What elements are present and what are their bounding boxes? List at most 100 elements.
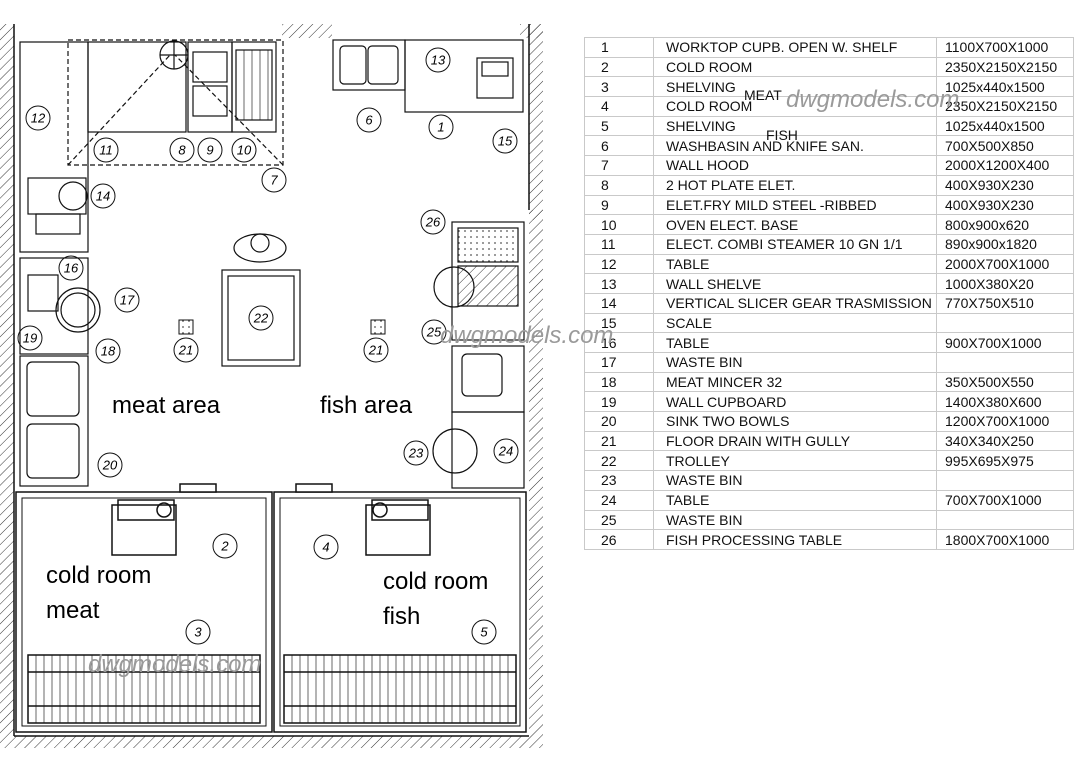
legend-item-size: 1800X700X1000 [936, 529, 1074, 550]
callout: 22 [248, 305, 274, 331]
callout: 26 [420, 209, 446, 235]
legend-item-description: WASTE BIN [653, 509, 937, 531]
legend-item-number: 7 [584, 155, 654, 176]
legend-item-size: 995X695X975 [936, 450, 1074, 472]
cold-room-meat-sublabel: meat [46, 597, 100, 624]
meat-area-label: meat area [112, 392, 221, 419]
legend-item-number: 8 [584, 174, 654, 196]
legend-item-size [936, 470, 1074, 491]
legend-item-description-text: WALL SHELVE [666, 275, 762, 292]
callout: 21 [173, 337, 199, 363]
legend-item-size: 2000X700X1000 [936, 253, 1074, 275]
legend-item-number: 22 [584, 450, 654, 472]
legend-row: 20 SINK TWO BOWLS 1200X700X1000 [584, 411, 1074, 432]
legend-item-description-text: 2 HOT PLATE ELET. [666, 177, 796, 194]
legend-item-description: WALL SHELVE [653, 273, 937, 294]
svg-text:10: 10 [237, 143, 252, 158]
legend-item-size: 900X700X1000 [936, 332, 1074, 353]
legend-item-size [936, 352, 1074, 373]
legend-item-number: 17 [584, 352, 654, 373]
legend-item-number: 2 [584, 56, 654, 78]
walls [0, 24, 543, 748]
svg-text:20: 20 [102, 458, 118, 473]
callout: 5 [471, 619, 497, 645]
legend-item-description-text: COLD ROOM [666, 59, 753, 76]
callout: 7 [261, 167, 287, 193]
mincer-table [19, 257, 101, 487]
legend-item-number: 4 [584, 96, 654, 117]
legend-item-size: 890x900x1820 [936, 233, 1074, 255]
legend-item-number: 13 [584, 273, 654, 294]
svg-text:18: 18 [101, 344, 116, 359]
callout: 3 [185, 619, 211, 645]
legend-item-description: VERTICAL SLICER GEAR TRASMISSION [653, 292, 937, 314]
legend-item-number: 6 [584, 135, 654, 157]
floor-plan: meat area fish area cold room meat cold … [0, 24, 543, 748]
legend-item-description-text: FLOOR DRAIN WITH GULLY [666, 433, 851, 450]
svg-text:8: 8 [178, 143, 186, 158]
legend-item-description-text: SINK TWO BOWLS [666, 413, 790, 430]
svg-text:13: 13 [431, 53, 446, 68]
svg-text:14: 14 [96, 189, 110, 204]
callout: 18 [95, 338, 121, 364]
legend-item-description-text: WORKTOP CUPB. OPEN W. SHELF [666, 39, 898, 56]
callout: 4 [313, 534, 339, 560]
legend-item-description-text: TROLLEY [666, 452, 730, 469]
callout: 24 [493, 438, 519, 464]
legend-item-description: FLOOR DRAIN WITH GULLY [653, 430, 937, 452]
legend-item-number: 18 [584, 371, 654, 393]
legend-item-description: WASTE BIN [653, 352, 937, 373]
svg-text:9: 9 [206, 143, 213, 158]
legend-item-description-text: COLD ROOM [666, 98, 753, 115]
legend-item-size: 1200X700X1000 [936, 411, 1074, 432]
cold-room-fish-label: cold room [383, 568, 488, 595]
callout-markers: 12 11 8 9 10 7 6 1 13 15 14 26 16 17 19 … [17, 47, 519, 645]
svg-text:2: 2 [220, 539, 229, 554]
legend-item-description-text: FISH PROCESSING TABLE [666, 531, 843, 548]
legend-item-description: TABLE [653, 253, 937, 275]
legend-item-number: 5 [584, 115, 654, 137]
callout: 21 [363, 337, 389, 363]
legend-item-description: WASTE BIN [653, 470, 937, 491]
washbasin-area [332, 39, 524, 113]
callout: 23 [403, 440, 429, 466]
svg-text:3: 3 [194, 625, 202, 640]
legend-item-description-text: ELET.FRY MILD STEEL -RIBBED [666, 196, 877, 213]
legend-item-description-text: WALL CUPBOARD [666, 393, 787, 410]
svg-text:16: 16 [64, 261, 79, 276]
legend-item-size: 700X700X1000 [936, 489, 1074, 511]
cooking-line [19, 39, 284, 253]
legend-item-number: 20 [584, 411, 654, 432]
svg-text:25: 25 [426, 325, 442, 340]
legend-row: 13 WALL SHELVE 1000X380X20 [584, 273, 1074, 294]
legend-item-description: SCALE [653, 312, 937, 334]
legend-item-size: 1000X380X20 [936, 273, 1074, 294]
legend-item-number: 24 [584, 489, 654, 511]
svg-text:17: 17 [120, 293, 135, 308]
legend-item-description: WALL HOOD [653, 155, 937, 176]
legend-item-description-text: TABLE [666, 255, 710, 272]
legend-item-description-text: WASTE BIN [666, 472, 743, 489]
legend-item-size [936, 509, 1074, 531]
callout: 19 [17, 325, 43, 351]
legend-item-description: WORKTOP CUPB. OPEN W. SHELF [653, 37, 937, 58]
legend-item-description: MEAT MINCER 32 [653, 371, 937, 393]
legend-item-description-text: MEAT MINCER 32 [666, 374, 783, 391]
legend-item-size: 2000X1200X400 [936, 155, 1074, 176]
svg-text:5: 5 [480, 625, 488, 640]
callout: 1 [428, 114, 454, 140]
legend-item-number: 1 [584, 37, 654, 58]
callout: 20 [97, 452, 123, 478]
legend-item-number: 9 [584, 194, 654, 216]
legend-item-description-text: WASTE BIN [666, 511, 743, 528]
legend-item-size: 400X930X230 [936, 174, 1074, 196]
